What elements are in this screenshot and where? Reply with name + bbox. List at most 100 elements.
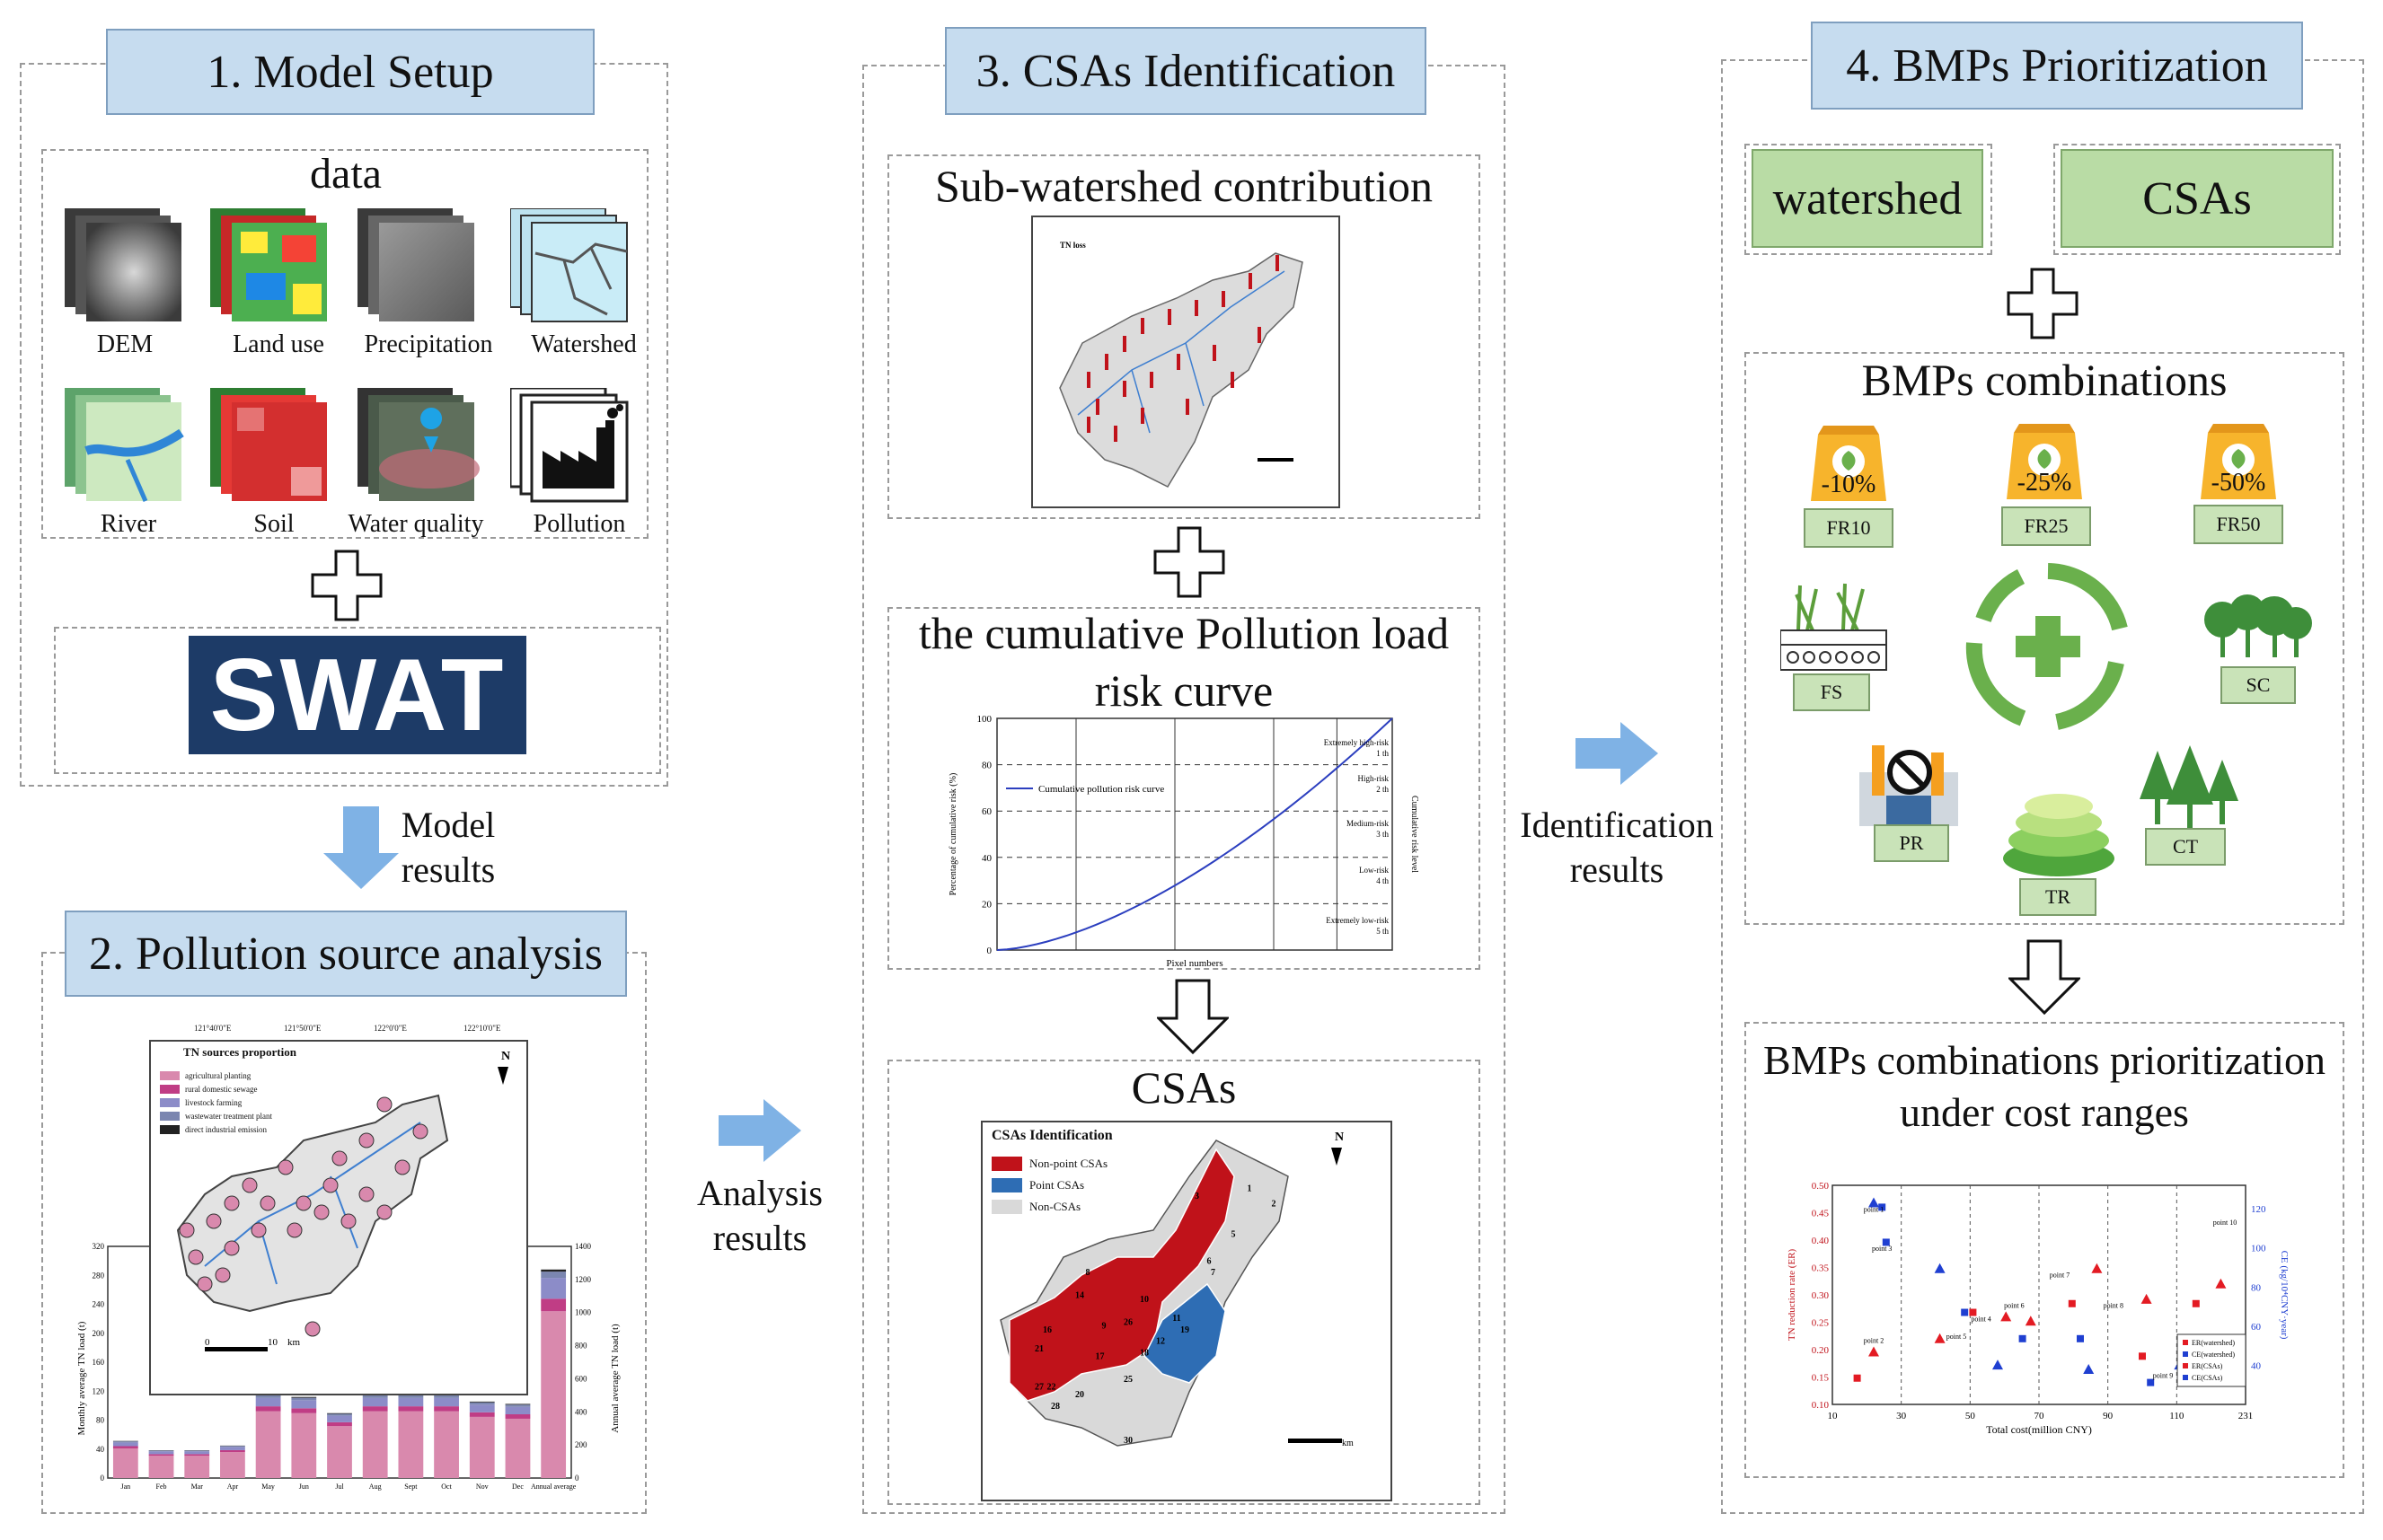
bar-segment	[469, 1416, 495, 1478]
lon-label: 121°40'0"E	[194, 1024, 232, 1033]
pie-marker	[394, 1159, 410, 1175]
csa-map-title: CSAs Identification	[992, 1128, 1113, 1143]
legend-item: rural domestic sewage	[160, 1082, 331, 1096]
terrace-icon	[2003, 794, 2114, 876]
csa-legend-item: Non-point CSAs	[992, 1153, 1171, 1175]
left-tick: 0.20	[1812, 1345, 1830, 1356]
bar-segment	[541, 1269, 567, 1272]
left-tick: 0.45	[1812, 1209, 1830, 1219]
legend-swatch	[160, 1097, 180, 1107]
left-tick: 0.35	[1812, 1263, 1830, 1274]
right-arrow-icon	[1575, 722, 1658, 785]
point-label: point 2	[1864, 1337, 1884, 1345]
svg-text:km: km	[1342, 1439, 1354, 1448]
right-tick: 100	[2251, 1244, 2266, 1254]
plus-icon	[2007, 268, 2079, 339]
precipitation-label: Precipitation	[364, 330, 493, 358]
left-tick: 200	[93, 1329, 105, 1338]
risk-level-rank: 3 th	[1376, 830, 1389, 839]
soil-conservation-trees-icon	[2204, 594, 2312, 657]
plot-legend-marker	[2183, 1340, 2188, 1345]
pie-marker	[242, 1177, 258, 1193]
bar-segment	[291, 1412, 317, 1478]
month-label: Annual average	[531, 1483, 577, 1491]
pie-marker	[412, 1123, 428, 1140]
subbasin-number: 27	[1035, 1383, 1044, 1393]
bar-segment	[541, 1272, 567, 1279]
right-tick: 1400	[575, 1242, 592, 1251]
bar-segment	[255, 1411, 281, 1478]
bar-segment	[327, 1412, 352, 1414]
bar-segment	[112, 1446, 138, 1448]
water-quality-icon	[357, 388, 480, 501]
er-watershed-point	[2215, 1278, 2227, 1289]
svg-text:0: 0	[205, 1337, 210, 1348]
tn-loss-bar	[1096, 399, 1099, 415]
bar-segment	[291, 1400, 317, 1409]
land-use-label: Land use	[233, 330, 324, 358]
sub-watershed-heading: Sub-watershed contribution	[934, 161, 1434, 211]
subbasin-number: 30	[1124, 1436, 1133, 1446]
swat-logo: SWAT	[189, 636, 526, 754]
tn-loss-bar	[1141, 318, 1144, 334]
lon-label: 122°0'0"E	[374, 1024, 407, 1033]
pollution-bar-chart: Monthly average TN load (t) Annual avera…	[76, 1242, 621, 1491]
tn-loss-bar	[1150, 372, 1153, 388]
bar-segment	[362, 1395, 388, 1398]
bar-segment	[327, 1415, 352, 1422]
bmp-tag-sc: SC	[2220, 666, 2296, 704]
bar-segment	[184, 1450, 210, 1452]
model-results-line2: results	[401, 849, 496, 890]
er-watershed-point	[2000, 1311, 2012, 1322]
subbasin-number: 20	[1075, 1390, 1084, 1400]
point-label: point 8	[2104, 1302, 2123, 1310]
plot-legend-marker	[2183, 1351, 2188, 1357]
pie-marker	[296, 1195, 312, 1211]
subbasin-number: 18	[1140, 1348, 1149, 1358]
right-tick: 60	[2251, 1322, 2262, 1333]
subbasin-number: 7	[1211, 1268, 1215, 1278]
fertilizer-bag-10-icon	[1811, 426, 1886, 501]
prioritization-heading-1: BMPs combinations prioritization	[1762, 1037, 2326, 1083]
plus-icon	[311, 550, 383, 621]
risk-level-rank: 4 th	[1376, 876, 1389, 885]
risk-level-name: Medium-risk	[1346, 819, 1389, 828]
bar-segment	[469, 1404, 495, 1412]
tn-map-title: TN sources proportion	[183, 1045, 296, 1059]
prioritization-frame	[1744, 1022, 2344, 1478]
bar-segment	[469, 1412, 495, 1417]
risk-curve-heading-2: risk curve	[1094, 665, 1274, 716]
plot-legend-label: CE(CSAs)	[2192, 1374, 2223, 1382]
bmp-combos-heading: BMPs combinations	[1861, 355, 2228, 405]
precipitation-icon	[357, 208, 474, 321]
right-arrow-icon	[719, 1099, 801, 1162]
right-tick: 0	[575, 1474, 579, 1483]
month-label: Oct	[441, 1483, 452, 1491]
ce-watershed-point	[1992, 1360, 2003, 1370]
left-tick: 40	[96, 1445, 105, 1454]
bar-segment	[505, 1406, 531, 1414]
bar-segment	[505, 1404, 531, 1407]
point-label: point 1	[1864, 1205, 1884, 1213]
tn-loss-bar	[1123, 336, 1126, 352]
legend-label: agricultural planting	[185, 1070, 252, 1080]
csa-legend-label: Non-point CSAs	[1029, 1157, 1108, 1170]
subbasin-number: 21	[1035, 1344, 1044, 1354]
panel3-title: 3. CSAs Identification	[945, 27, 1426, 115]
month-label: Aug	[369, 1483, 382, 1491]
y-tick: 60	[982, 806, 993, 817]
subbasin-number: 11	[1172, 1314, 1180, 1324]
x-tick: 110	[2169, 1411, 2184, 1421]
point-label: point 4	[1971, 1315, 1990, 1323]
csas-frame	[887, 1060, 1480, 1505]
bmp-combos-frame	[1744, 352, 2344, 925]
bar-segment	[184, 1456, 210, 1478]
tn-loss-label: TN loss	[1060, 241, 1086, 250]
er-watershed-point	[2091, 1263, 2103, 1273]
tn-loss-bar	[1168, 309, 1171, 325]
tn-loss-bar	[1087, 417, 1090, 433]
left-tick: 280	[93, 1271, 105, 1280]
bar-segment	[362, 1411, 388, 1478]
x-tick: 30	[1896, 1411, 1907, 1421]
right-tick: 120	[2251, 1204, 2266, 1215]
